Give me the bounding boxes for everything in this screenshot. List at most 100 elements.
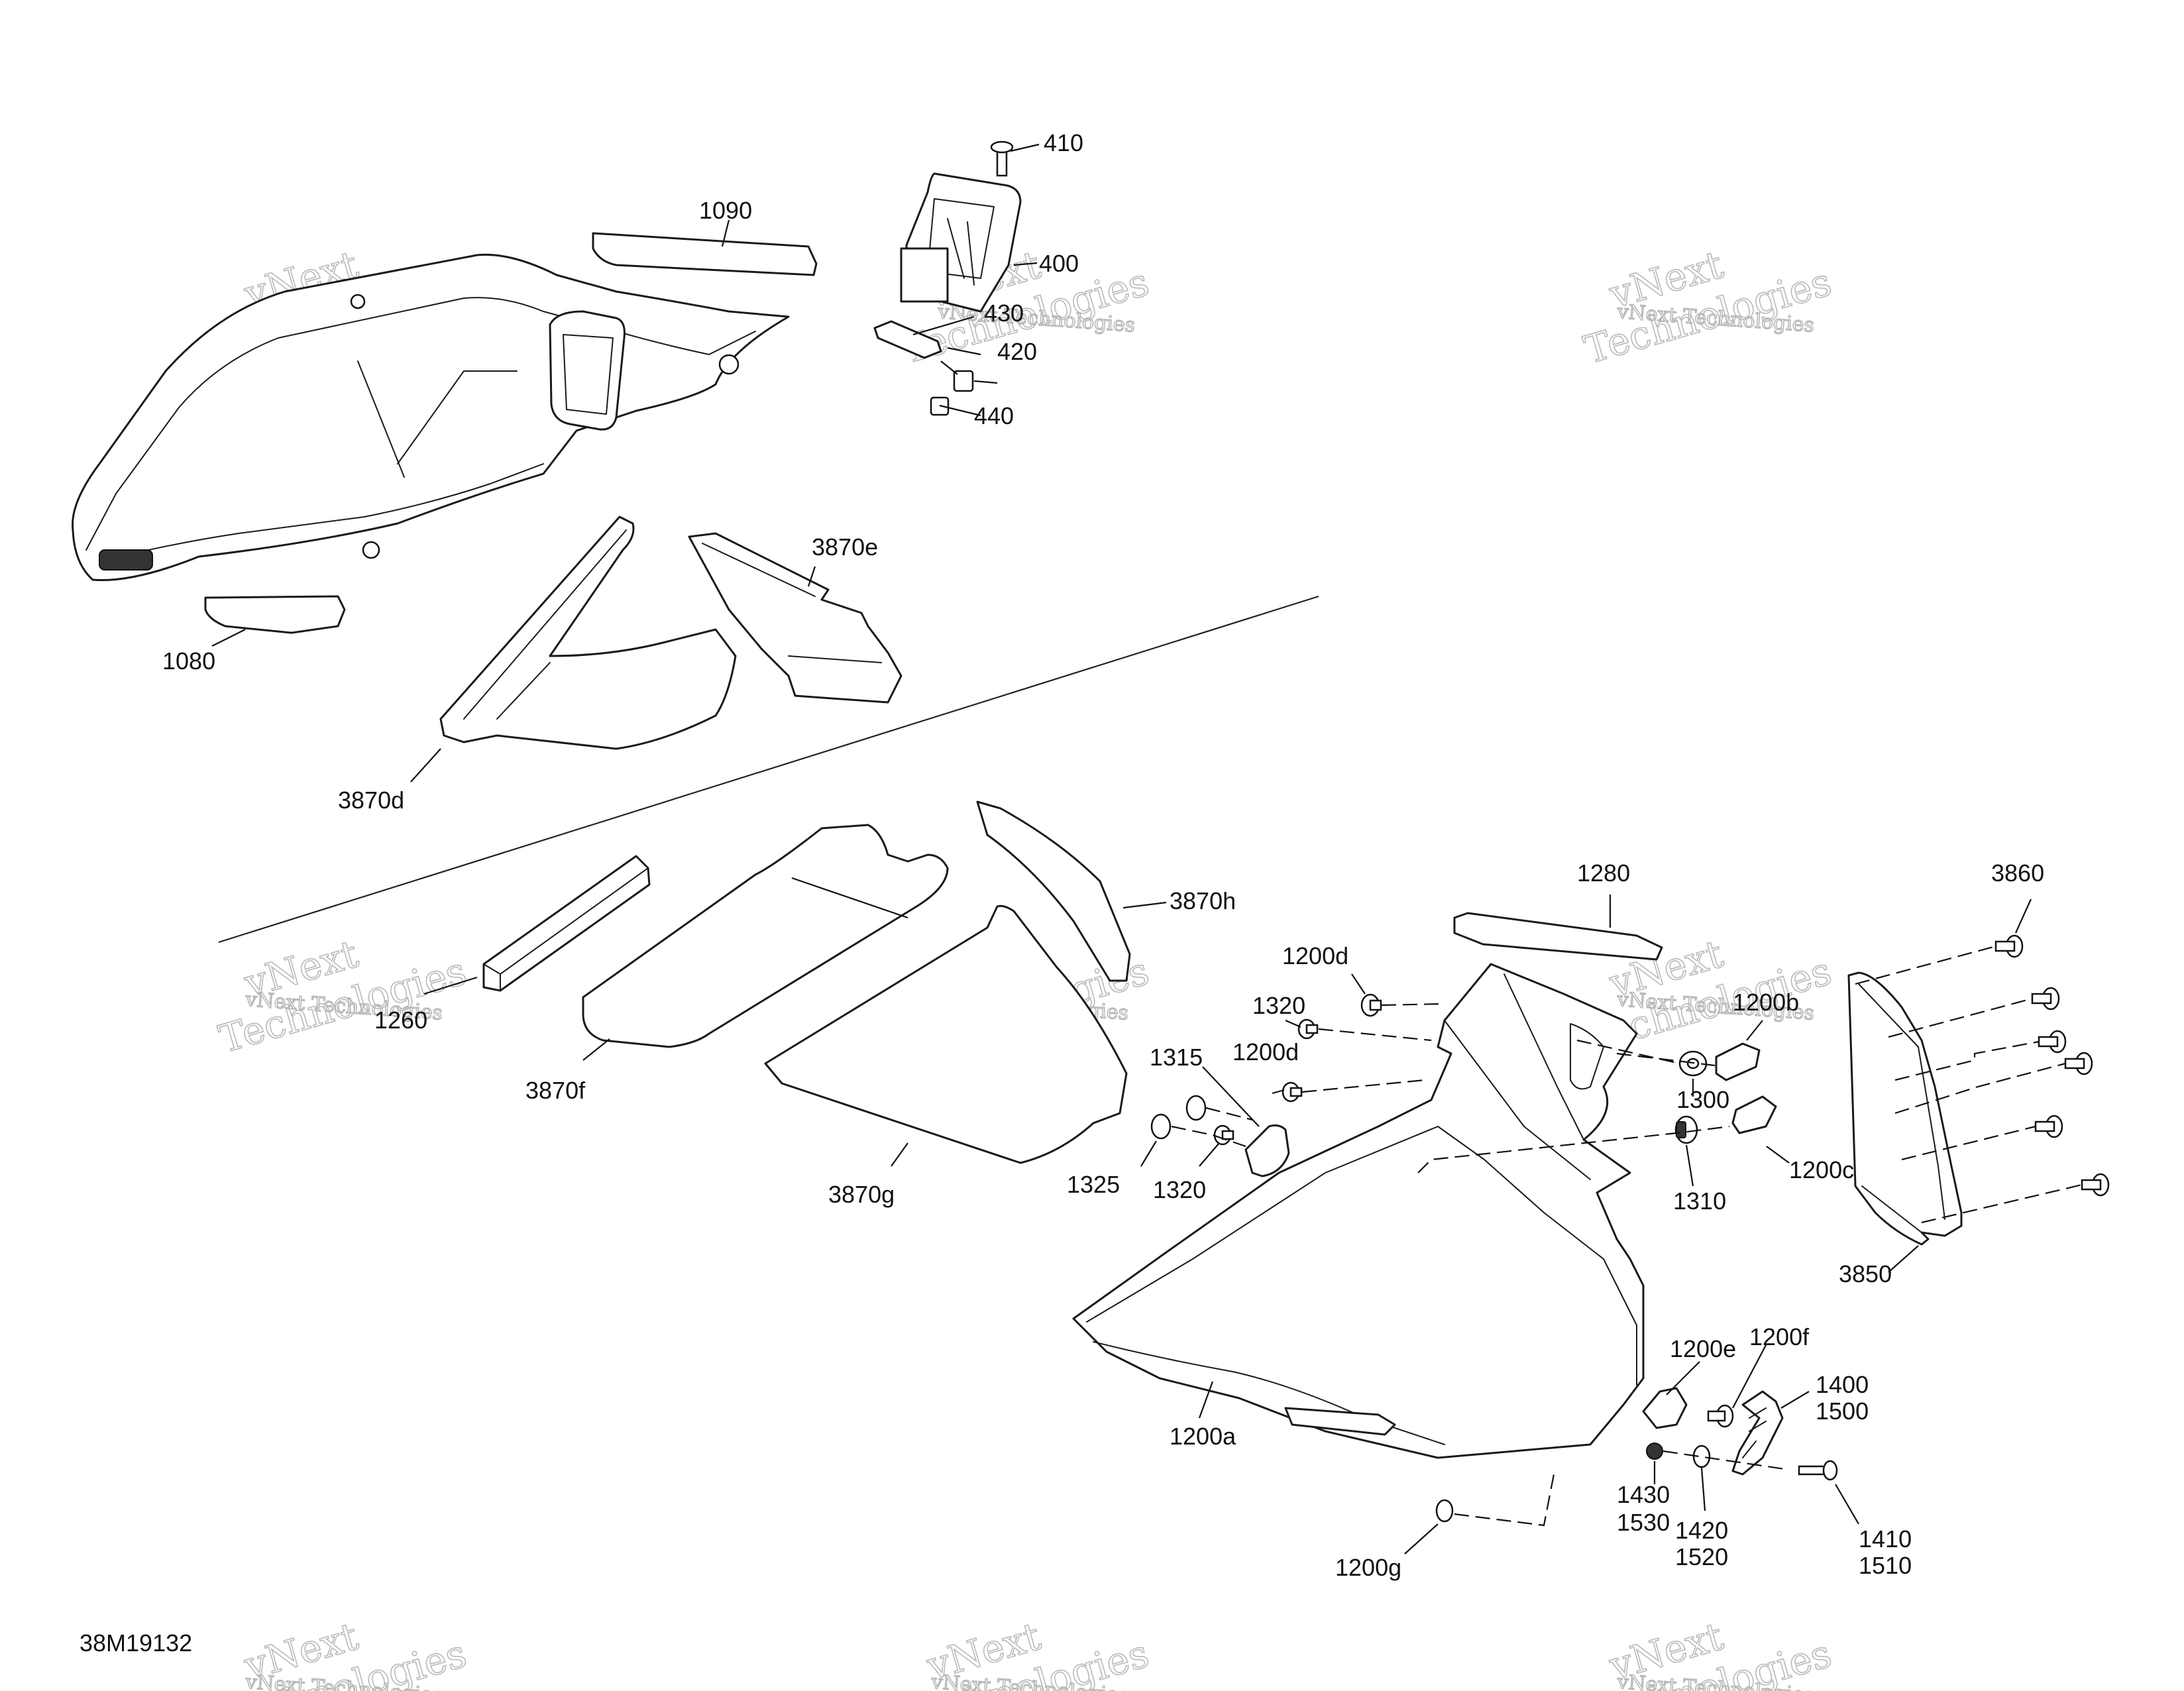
dashed-1315-lower-path bbox=[1171, 1125, 1246, 1148]
callout-1310: 1310 bbox=[1673, 1187, 1726, 1215]
callout-1200f: 1200f bbox=[1749, 1323, 1810, 1350]
watermark-top-right: vNext Technologies bbox=[1579, 241, 1837, 373]
part-400-bracket bbox=[900, 172, 1022, 313]
part-3870f-pad bbox=[582, 824, 949, 1048]
callout-1400: 1400 bbox=[1816, 1371, 1869, 1398]
part-3870e-edge bbox=[702, 543, 882, 663]
screw-3860-1 bbox=[1994, 934, 2024, 958]
hood-fastener-left bbox=[362, 541, 380, 559]
callout-3870g: 3870g bbox=[828, 1181, 895, 1208]
screw-3860-5 bbox=[2034, 1115, 2063, 1138]
callout-1520: 1520 bbox=[1675, 1543, 1728, 1570]
callout-1510: 1510 bbox=[1859, 1552, 1912, 1579]
part-1200a-side-panel bbox=[1072, 963, 1645, 1459]
part-1200d-upper-screw bbox=[1360, 993, 1382, 1017]
bracket-clip bbox=[900, 247, 949, 303]
panel-1200a-lower-edge bbox=[1093, 1341, 1445, 1445]
callout-1200a: 1200a bbox=[1170, 1423, 1236, 1450]
callout-410: 410 bbox=[1044, 129, 1083, 156]
part-1260-bar-edge bbox=[483, 867, 649, 991]
callout-1200c: 1200c bbox=[1789, 1156, 1854, 1183]
watermark-bottom-center: vNext Technologies bbox=[897, 1613, 1154, 1691]
callout-1320-lower: 1320 bbox=[1153, 1176, 1206, 1203]
part-3870d-edge bbox=[463, 529, 627, 720]
part-1410-bolt bbox=[1798, 1460, 1838, 1481]
dashed-1200b-path bbox=[1616, 1052, 1716, 1067]
section-divider-line bbox=[218, 595, 1319, 944]
callout-3860: 3860 bbox=[1991, 859, 2044, 887]
callout-3870f: 3870f bbox=[525, 1077, 586, 1104]
diagram-code: 38M19132 bbox=[80, 1629, 192, 1657]
callout-1530: 1530 bbox=[1617, 1509, 1670, 1536]
part-1420-washer bbox=[1692, 1445, 1711, 1468]
headlight-window bbox=[549, 310, 626, 431]
callout-3870e: 3870e bbox=[812, 533, 878, 561]
hood-fastener-right bbox=[718, 354, 739, 375]
part-3850-plate-edge bbox=[1858, 983, 1945, 1233]
part-1200b-clip bbox=[1715, 1042, 1761, 1081]
bracket-inner-ribs bbox=[927, 198, 995, 286]
part-1080-strip bbox=[204, 595, 346, 634]
screw-3860-3 bbox=[2038, 1030, 2067, 1054]
watermark-mid-left: vNext Technologies bbox=[214, 930, 472, 1062]
part-1280-strip bbox=[1453, 912, 1663, 961]
hood-side-panel-line bbox=[357, 360, 518, 478]
callout-430: 430 bbox=[984, 300, 1024, 327]
panel-1200a-inner-edge bbox=[1086, 1126, 1637, 1386]
callout-1320-upper: 1320 bbox=[1252, 992, 1305, 1019]
part-3870h-piece bbox=[976, 800, 1131, 982]
callout-1430: 1430 bbox=[1617, 1481, 1670, 1508]
part-3860-dashed-paths bbox=[1855, 945, 2083, 1224]
headlight-inner bbox=[563, 334, 614, 415]
callout-1200d-middle: 1200d bbox=[1232, 1038, 1299, 1065]
callout-1325: 1325 bbox=[1067, 1171, 1120, 1198]
part-3850-plate bbox=[1847, 971, 1963, 1246]
leader-lines bbox=[211, 143, 2032, 1555]
front-hood-assembly bbox=[72, 253, 790, 582]
watermark-bottom-right: vNext Technologies bbox=[1579, 1613, 1837, 1691]
part-420-bolt bbox=[940, 360, 974, 392]
dashed-1315-upper-path bbox=[1205, 1107, 1253, 1121]
callout-3870d: 3870d bbox=[338, 787, 404, 814]
panel-1200a-upper-trim bbox=[1444, 973, 1591, 1180]
dashed-1200d-upper-path bbox=[1381, 1003, 1442, 1007]
callout-1260: 1260 bbox=[374, 1007, 427, 1034]
part-1315-bracket bbox=[1244, 1124, 1290, 1177]
screw-410-head bbox=[990, 140, 1014, 154]
hood-fastener-top bbox=[350, 294, 366, 309]
screw-3860-4 bbox=[2064, 1052, 2093, 1075]
part-1090-strip bbox=[592, 232, 818, 276]
callout-3850: 3850 bbox=[1839, 1260, 1892, 1287]
dashed-1200g-path bbox=[1454, 1474, 1555, 1527]
part-1200e-clip bbox=[1642, 1387, 1688, 1429]
panel-1200a-vent bbox=[1570, 1023, 1604, 1090]
part-1320-upper-washer bbox=[1297, 1018, 1319, 1040]
part-1200d-middle-screw bbox=[1282, 1081, 1303, 1103]
part-1200c-clip bbox=[1731, 1095, 1777, 1134]
part-1430-nut bbox=[1646, 1443, 1663, 1460]
bolt-420-shank bbox=[940, 360, 958, 375]
callout-1200b: 1200b bbox=[1733, 989, 1799, 1016]
callout-1410: 1410 bbox=[1859, 1525, 1912, 1553]
callout-420: 420 bbox=[997, 338, 1037, 365]
hood-lamp-detail bbox=[99, 549, 153, 571]
part-410-screw bbox=[990, 140, 1014, 177]
part-3870d-foam bbox=[439, 516, 737, 750]
callout-1300: 1300 bbox=[1676, 1086, 1729, 1113]
callout-1200g: 1200g bbox=[1335, 1554, 1401, 1581]
hood-lower-trim bbox=[105, 463, 544, 561]
callout-1500: 1500 bbox=[1816, 1397, 1869, 1425]
callout-1200e: 1200e bbox=[1670, 1335, 1736, 1362]
part-3870g-pad bbox=[764, 904, 1128, 1164]
part-1315-washer bbox=[1185, 1095, 1207, 1121]
screw-3860-6 bbox=[2081, 1173, 2110, 1197]
part-1325-washer bbox=[1150, 1113, 1172, 1140]
part-1200f-screw bbox=[1707, 1404, 1734, 1428]
part-3860-screws bbox=[1994, 934, 2110, 1197]
hood-inner-edge bbox=[85, 297, 756, 551]
callout-1080: 1080 bbox=[162, 647, 215, 675]
callout-1315: 1315 bbox=[1150, 1044, 1203, 1071]
callout-1280: 1280 bbox=[1577, 859, 1630, 887]
callout-1090: 1090 bbox=[699, 197, 752, 224]
